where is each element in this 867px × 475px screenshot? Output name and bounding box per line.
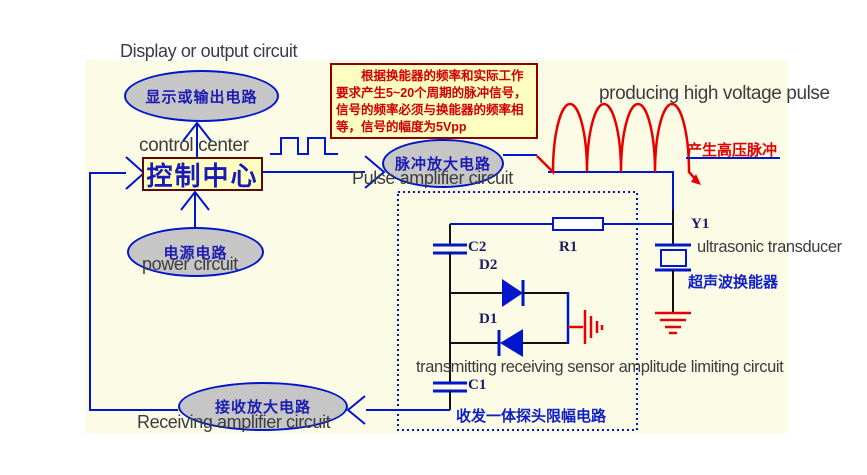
display-output-label-zh: 显示或输出电路	[145, 88, 258, 106]
control-to-pulse-wire	[263, 137, 386, 189]
d1-diode	[450, 329, 568, 357]
power-circuit-node: 电源电路	[127, 227, 264, 277]
ultrasonic-transducer-label-zh: 超声波换能器	[688, 274, 779, 291]
power-circuit-label-zh: 电源电路	[163, 244, 228, 262]
hv-sine-waveform	[536, 102, 701, 185]
ultrasonic-transducer-label-en: ultrasonic transducer	[697, 238, 842, 256]
d2-label: D2	[479, 257, 498, 273]
receiving-amplifier-label-zh: 接收放大电路	[214, 399, 311, 416]
limiter-dashed-box	[397, 191, 638, 431]
high-voltage-pulse-label-zh: 产生高压脉冲	[687, 142, 778, 159]
control-center-label-en: control center	[139, 135, 249, 156]
limiter-circuit-label-zh: 收发一体探头限幅电路	[456, 408, 607, 425]
r1-resistor	[450, 217, 673, 231]
c2-capacitor	[433, 224, 467, 255]
pulse-output-wire	[503, 154, 674, 245]
c1-label: C1	[468, 377, 487, 393]
limiter-ground	[568, 310, 604, 344]
square-pulse-waveform	[270, 137, 338, 155]
hv-arrow-tip	[691, 174, 701, 185]
control-center-label-zh: 控制中心	[146, 160, 259, 191]
y1-label: Y1	[691, 216, 710, 232]
receiving-amplifier-node: 接收放大电路	[178, 382, 348, 431]
d1-label: D1	[479, 311, 498, 327]
d2-diode	[450, 279, 568, 307]
receiving-amplifier-label-en: Receiving amplifier circuit	[137, 412, 331, 432]
power-circuit-label-en: power circuit	[142, 254, 238, 274]
high-voltage-pulse-label-en: producing high voltage pulse	[599, 83, 830, 104]
limiter-circuit-label-en: transmitting receiving sensor amplitude …	[416, 358, 784, 376]
control-center-node: 控制中心	[142, 157, 263, 191]
c2-label: C2	[468, 239, 487, 255]
pulse-amplifier-label-en: Pulse amplifier circuit	[352, 168, 513, 188]
c1-to-receiver-wire	[346, 395, 450, 425]
arrowhead-into-receiver	[346, 395, 366, 425]
control-to-display-arrow	[182, 121, 212, 157]
power-to-control-arrow	[180, 190, 210, 227]
display-output-label-en: Display or output circuit	[120, 41, 298, 61]
display-output-node: 显示或输出电路	[124, 70, 279, 122]
c1-capacitor	[433, 381, 467, 410]
pulse-amplifier-node: 脉冲放大电路	[382, 139, 504, 188]
pulse-amplifier-label-zh: 脉冲放大电路	[394, 156, 491, 173]
arrowhead-into-pulse-amp	[364, 155, 386, 189]
feedback-wire	[89, 156, 178, 411]
r1-label: R1	[559, 239, 578, 255]
transducer-ground	[655, 311, 691, 335]
pulse-requirement-note: 根据换能器的频率和实际工作要求产生5~20个周期的脉冲信号，信号的频率必须与换能…	[330, 63, 538, 139]
transducer-symbol	[655, 243, 691, 313]
